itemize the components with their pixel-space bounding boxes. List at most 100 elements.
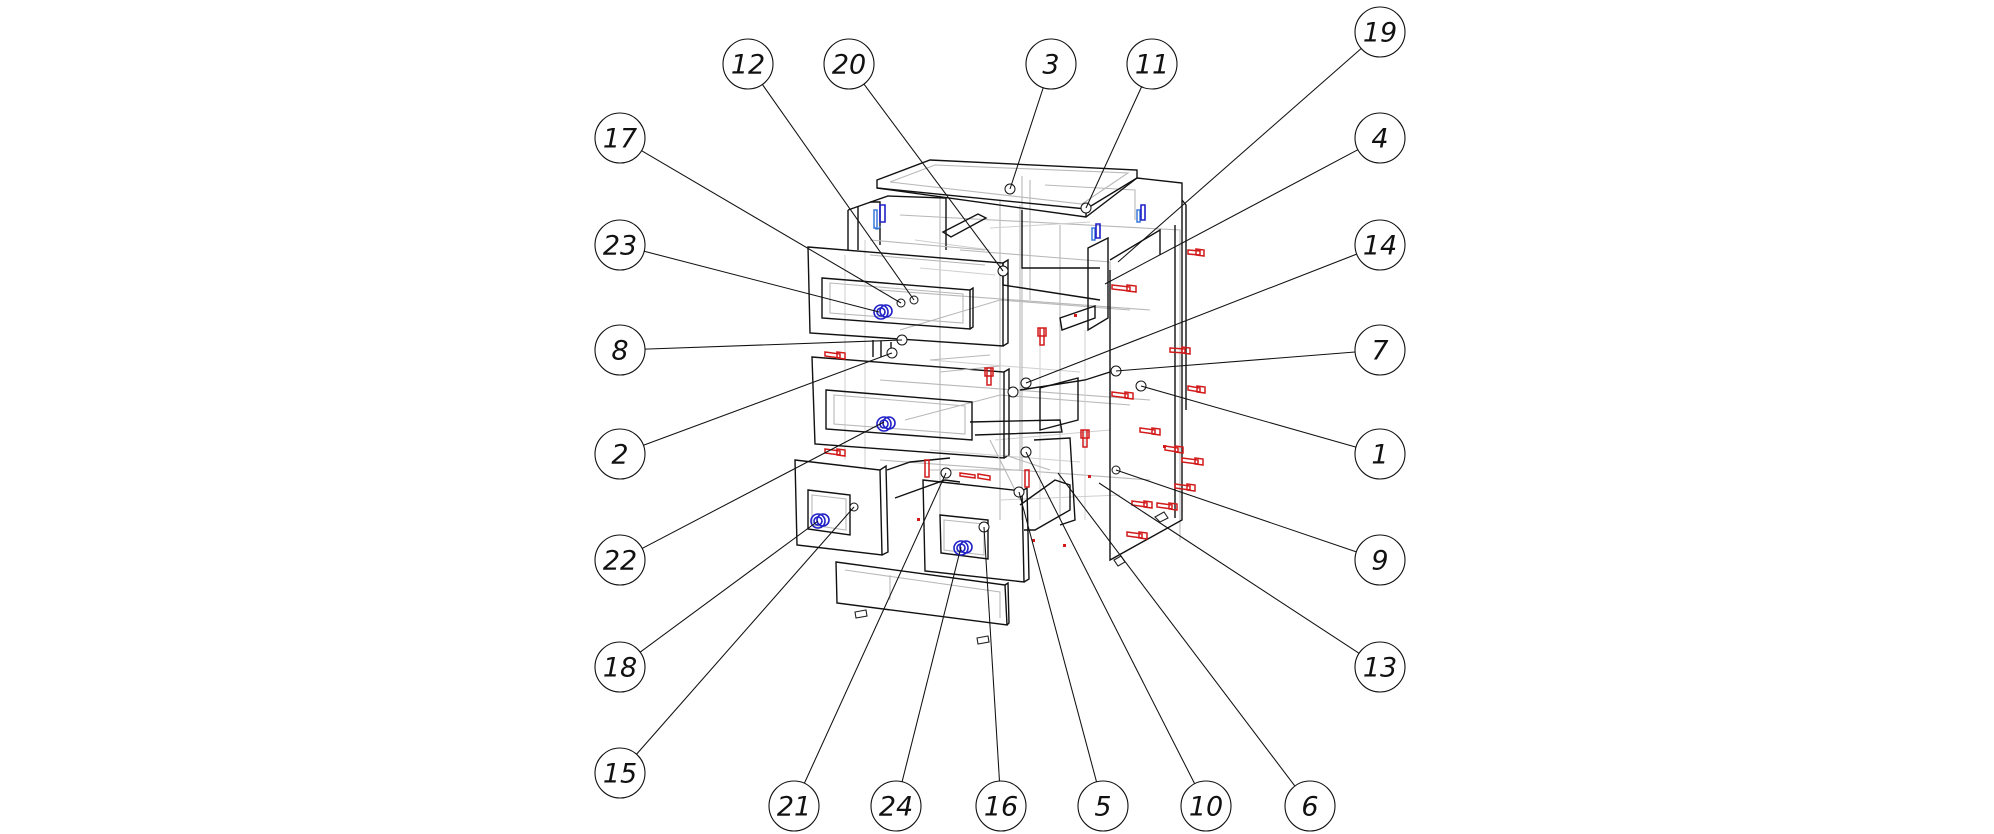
callout-circle (594, 428, 646, 480)
leader-line-24 (901, 546, 962, 782)
callout-3: 3 (1025, 38, 1077, 90)
callout-10: 10 (1180, 780, 1232, 832)
callout-circle (1354, 112, 1406, 164)
callout-number: 19 (1363, 18, 1397, 49)
leader-line-4 (1104, 149, 1359, 285)
callout-circle (768, 780, 820, 832)
leader-line-23 (644, 250, 880, 313)
leader-line-19 (1117, 48, 1362, 263)
callout-number: 14 (1363, 231, 1397, 262)
leader-line-3 (1009, 87, 1044, 190)
leader-line-17 (641, 150, 902, 304)
callout-13: 13 (1354, 641, 1406, 693)
callout-15: 15 (594, 747, 646, 799)
callout-17: 17 (594, 112, 646, 164)
leader-line-6 (1057, 472, 1296, 787)
callout-14: 14 (1354, 219, 1406, 271)
callout-22: 22 (594, 534, 646, 586)
leader-line-1 (1140, 385, 1357, 448)
callout-circle (594, 324, 646, 376)
callout-number: 15 (603, 759, 637, 790)
leader-line-20 (863, 83, 1004, 272)
callout-number: 8 (611, 336, 628, 367)
callout-number: 11 (1135, 50, 1169, 81)
callout-number: 13 (1363, 653, 1397, 684)
callout-circle (1126, 38, 1178, 90)
callout-circle (1077, 780, 1129, 832)
callout-number: 9 (1371, 546, 1388, 577)
callout-24: 24 (870, 780, 922, 832)
callout-circle (1354, 219, 1406, 271)
leader-line-14 (1025, 253, 1357, 384)
callout-circle (722, 38, 774, 90)
callout-circle (1354, 324, 1406, 376)
callout-1: 1 (1354, 428, 1406, 480)
wood-dowels (873, 204, 1146, 241)
leader-lines (636, 48, 1362, 787)
callout-number: 1 (1371, 440, 1388, 471)
callout-number: 22 (603, 546, 637, 577)
callout-11: 11 (1126, 38, 1178, 90)
callout-number: 16 (984, 792, 1018, 823)
callout-circle (594, 641, 646, 693)
callout-circle (975, 780, 1027, 832)
callout-number: 2 (611, 440, 628, 471)
callout-18: 18 (594, 641, 646, 693)
callout-circle (594, 219, 646, 271)
callout-8: 8 (594, 324, 646, 376)
confirmat-screws (824, 248, 1206, 547)
callout-7: 7 (1354, 324, 1406, 376)
callout-circle (594, 112, 646, 164)
callout-circle (1354, 6, 1406, 58)
callout-circle (1025, 38, 1077, 90)
callout-16: 16 (975, 780, 1027, 832)
callout-12: 12 (722, 38, 774, 90)
callout-number: 12 (731, 50, 765, 81)
callout-circle (1354, 428, 1406, 480)
callout-number: 6 (1301, 792, 1318, 823)
leader-line-13 (1098, 482, 1360, 654)
callout-20: 20 (823, 38, 875, 90)
callout-circle (1284, 780, 1336, 832)
callout-number: 7 (1371, 336, 1388, 367)
callout-23: 23 (594, 219, 646, 271)
callout-circle (594, 747, 646, 799)
callout-number: 24 (879, 792, 913, 823)
left-side-panel (847, 195, 947, 250)
callout-number: 21 (777, 792, 811, 823)
callout-2: 2 (594, 428, 646, 480)
leader-line-16 (983, 526, 1001, 782)
leader-line-5 (1018, 491, 1098, 782)
callout-number: 5 (1094, 792, 1111, 823)
callout-number: 10 (1189, 792, 1223, 823)
leader-line-12 (761, 84, 915, 301)
cabinet-drawing (794, 159, 1206, 645)
callout-4: 4 (1354, 112, 1406, 164)
callout-number: 23 (603, 231, 637, 262)
leader-line-8 (644, 339, 903, 350)
callout-number: 20 (832, 50, 866, 81)
callout-circle (823, 38, 875, 90)
leader-line-11 (1085, 86, 1143, 209)
callout-21: 21 (768, 780, 820, 832)
leader-line-18 (639, 520, 819, 653)
callout-circle (1354, 534, 1406, 586)
callout-circle (870, 780, 922, 832)
leader-line-21 (803, 472, 947, 784)
callout-circle (594, 534, 646, 586)
callout-9: 9 (1354, 534, 1406, 586)
callout-6: 6 (1284, 780, 1336, 832)
drawer-top (807, 213, 1009, 347)
drawer-bottom-left (794, 457, 1010, 626)
callout-5: 5 (1077, 780, 1129, 832)
callout-circle (1354, 641, 1406, 693)
callout-number: 18 (603, 653, 637, 684)
leader-line-2 (643, 352, 893, 446)
leader-line-22 (641, 421, 885, 549)
leader-line-9 (1115, 469, 1357, 553)
callout-19: 19 (1354, 6, 1406, 58)
leader-line-10 (1025, 451, 1196, 784)
callout-number: 4 (1371, 124, 1388, 155)
